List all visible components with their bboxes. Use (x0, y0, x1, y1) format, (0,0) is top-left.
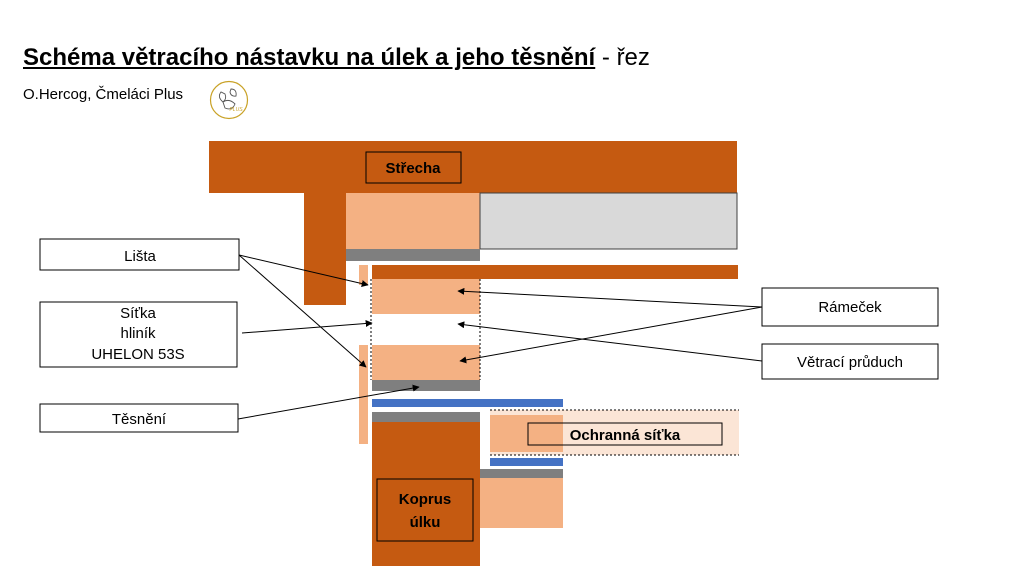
logo-body (222, 99, 236, 110)
vetraci-pruduch-arrow (457, 321, 763, 362)
tesneni-arrow (237, 384, 420, 420)
ramecek-arrow-lower (459, 306, 763, 364)
lista-callout-box (39, 238, 240, 271)
logo-wing-right (229, 88, 237, 97)
lista-lower-strip (359, 345, 368, 444)
title-main: Schéma větracího nástavku na úlek a jeho… (23, 44, 596, 71)
hive-body-gasket (372, 412, 480, 422)
ramecek-callout-label: Rámeček (818, 299, 882, 316)
lista-callout-label: Lišta (124, 248, 156, 265)
mesh-zone-orange-block (490, 415, 563, 452)
lower-orange-block (480, 478, 563, 528)
vetraci-pruduch-callout-label: Větrací průduch (797, 354, 903, 371)
author-credit: O.Hercog, Čmeláci Plus (23, 86, 184, 103)
roof-gasket (346, 249, 480, 261)
roof-top-slab (209, 141, 737, 193)
lower-gasket (480, 469, 563, 478)
page-title: Schéma větracího nástavku na úlek a jeho… (23, 44, 650, 72)
roof-inner-block (346, 193, 480, 249)
logo-text: PLUS (229, 107, 243, 113)
blue-strip-upper (372, 399, 563, 407)
lista-arrow-lower (238, 254, 367, 368)
ramecek-callout-box (761, 287, 939, 327)
logo-ring (209, 80, 249, 120)
tesneni-callout-box (39, 403, 239, 433)
tesneni-callout-label: Těsnění (112, 411, 167, 428)
roof-gray-panel (479, 192, 738, 250)
blue-strip-lower (490, 458, 563, 466)
lista-arrow-upper (238, 254, 369, 287)
lista-upper-strip (359, 265, 368, 285)
frame-lower-block (372, 345, 480, 380)
bumblebee-logo-icon: PLUS (209, 80, 249, 120)
sitka-callout-line2: hliník (120, 325, 156, 342)
vetraci-pruduch-callout-box (761, 343, 939, 380)
title-suffix: - řez (595, 44, 650, 71)
sitka-callout-line3: UHELON 53S (91, 346, 184, 363)
hive-body (372, 422, 480, 566)
sitka-callout-line1: Síťka (120, 305, 156, 322)
protective-mesh-label-box (527, 422, 723, 446)
roof-side-leg (304, 193, 346, 305)
frame-gasket (372, 380, 480, 391)
ramecek-arrow-upper (457, 287, 763, 308)
sitka-callout-box (39, 301, 238, 368)
hive-body-label-line2: úlku (410, 514, 441, 531)
frame-upper-block (372, 279, 480, 314)
strecha-label-box (365, 151, 462, 184)
protective-mesh-label: Ochranná síťka (570, 427, 681, 444)
hive-body-label-line1: Koprus (399, 491, 452, 508)
hive-body-label-box (376, 478, 474, 542)
top-orange-bar (372, 265, 738, 279)
sitka-arrow (241, 319, 373, 334)
strecha-label: Střecha (385, 160, 441, 177)
